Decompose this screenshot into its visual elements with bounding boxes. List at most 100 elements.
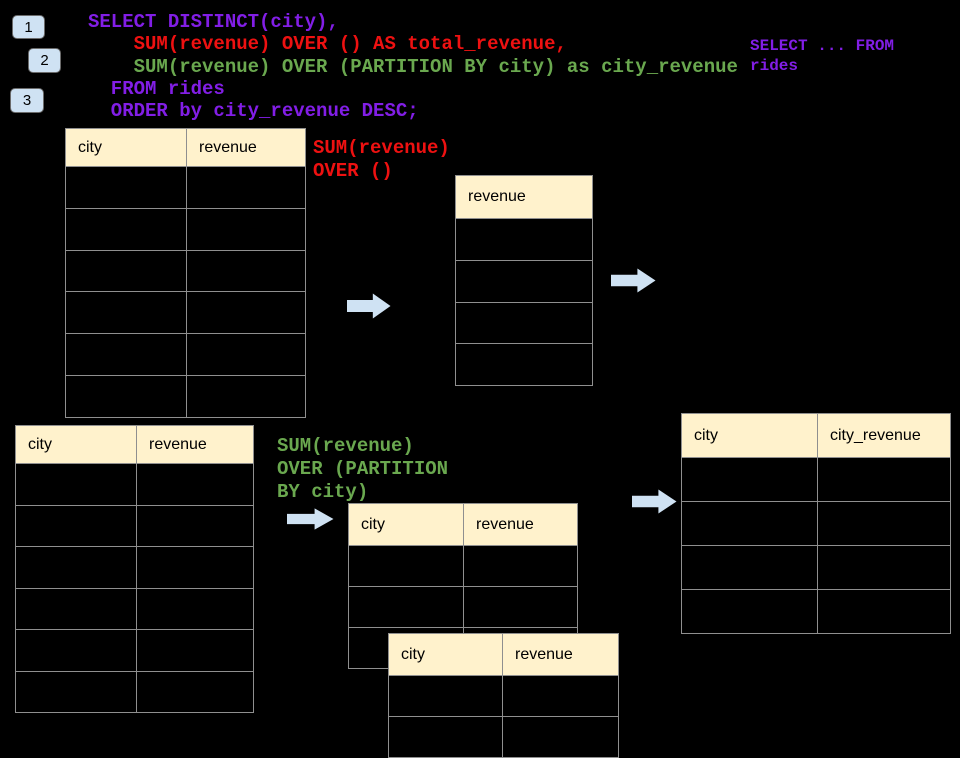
- code-line: rides: [750, 57, 799, 75]
- code-line: SELECT DISTINCT(city),: [88, 11, 339, 33]
- table-row: [66, 250, 306, 293]
- column-header-city: city: [389, 634, 503, 676]
- empty-cell: [818, 458, 951, 502]
- column-header-revenue: revenue: [503, 634, 619, 676]
- step-badge-1: 1: [12, 15, 45, 39]
- empty-cell: [682, 502, 818, 546]
- column-header-city: city: [16, 426, 137, 464]
- column-header-city: city: [682, 414, 818, 458]
- empty-cell: [349, 587, 464, 628]
- table-row: [682, 546, 951, 590]
- column-header-revenue: revenue: [456, 176, 593, 219]
- table-row: [66, 292, 306, 335]
- empty-cell: [818, 502, 951, 546]
- empty-cell: [16, 671, 137, 713]
- empty-cell: [187, 208, 306, 251]
- empty-cell: [16, 464, 137, 506]
- empty-cell: [187, 334, 306, 376]
- code-line: SUM(revenue): [277, 435, 414, 457]
- table-row: [349, 546, 578, 587]
- table-row: [682, 590, 951, 634]
- arrow-right-icon: [632, 489, 677, 514]
- code-line: FROM rides: [88, 77, 225, 100]
- empty-cell: [389, 676, 503, 717]
- empty-cell: [187, 375, 306, 418]
- code-line: SUM(revenue): [313, 137, 450, 159]
- code-line: SUM(revenue) OVER (PARTITION BY city) as…: [88, 55, 738, 78]
- column-header-city_revenue: city_revenue: [818, 414, 951, 458]
- table-row: [456, 344, 593, 387]
- table-row: [682, 502, 951, 546]
- sql-code-block: SELECT DISTINCT(city), SUM(revenue) OVER…: [88, 11, 738, 122]
- table-row: [16, 505, 254, 547]
- table-row: [66, 375, 306, 418]
- code-line: BY city): [277, 481, 369, 503]
- empty-cell: [187, 250, 306, 293]
- arrow-right-icon: [611, 268, 656, 293]
- column-header-revenue: revenue: [464, 504, 578, 546]
- step-badge-2: 2: [28, 48, 61, 73]
- empty-cell: [137, 464, 254, 506]
- table-row: [389, 676, 619, 717]
- empty-cell: [66, 375, 187, 418]
- empty-cell: [137, 671, 254, 713]
- table-row: [16, 630, 254, 672]
- empty-cell: [456, 344, 593, 387]
- side-note: SELECT ... FROM rides: [750, 36, 894, 76]
- empty-cell: [66, 334, 187, 376]
- code-line: ORDER by city_revenue DESC;: [88, 100, 419, 123]
- table-row: [16, 588, 254, 630]
- empty-cell: [682, 590, 818, 634]
- empty-cell: [818, 590, 951, 634]
- empty-cell: [187, 292, 306, 335]
- table-row: [66, 334, 306, 376]
- table-header-row: revenue: [456, 176, 593, 219]
- table-row: [349, 587, 578, 628]
- empty-cell: [503, 676, 619, 717]
- empty-cell: [818, 546, 951, 590]
- step-badge-3: 3: [10, 88, 44, 113]
- empty-cell: [187, 167, 306, 209]
- empty-cell: [137, 505, 254, 547]
- table-row: [66, 167, 306, 209]
- code-line: SELECT ... FROM: [750, 37, 895, 55]
- empty-cell: [16, 547, 137, 589]
- slide-canvas: { "colors": { "background": "#000000", "…: [10, 11, 951, 758]
- column-header-city: city: [66, 129, 187, 167]
- empty-cell: [349, 546, 464, 587]
- empty-cell: [66, 250, 187, 293]
- table-row: [456, 219, 593, 261]
- arrow-right-icon: [347, 293, 391, 319]
- table-row: [16, 547, 254, 589]
- empty-cell: [503, 717, 619, 758]
- empty-cell: [464, 546, 578, 587]
- empty-cell: [66, 208, 187, 251]
- column-header-revenue: revenue: [187, 129, 306, 167]
- empty-cell: [682, 458, 818, 502]
- table-row: [16, 464, 254, 506]
- empty-cell: [456, 260, 593, 303]
- arrow-right-icon: [287, 508, 334, 530]
- table-row: [389, 717, 619, 758]
- empty-cell: [137, 588, 254, 630]
- empty-cell: [66, 167, 187, 209]
- empty-cell: [389, 717, 503, 758]
- empty-cell: [16, 588, 137, 630]
- column-header-revenue: revenue: [137, 426, 254, 464]
- table-row: [682, 458, 951, 502]
- empty-cell: [16, 630, 137, 672]
- column-header-city: city: [349, 504, 464, 546]
- empty-cell: [66, 292, 187, 335]
- empty-cell: [137, 630, 254, 672]
